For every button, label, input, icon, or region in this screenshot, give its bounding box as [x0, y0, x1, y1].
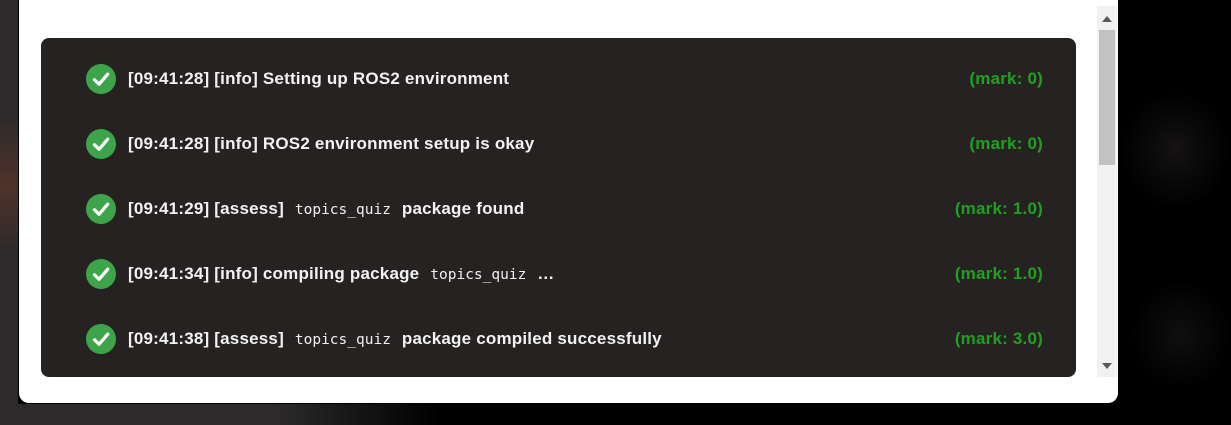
- log-text: [09:41:38] [assess]: [128, 328, 284, 348]
- mark-badge: (mark: 1.0): [954, 263, 1043, 283]
- background-left-strip: [0, 0, 18, 425]
- check-circle-icon: [86, 128, 116, 159]
- scrollbar-thumb[interactable]: [1099, 30, 1115, 165]
- mark-badge: (mark: 1.0): [954, 198, 1043, 218]
- quiz-results-modal: [09:41:28] [info] Setting up ROS2 enviro…: [19, 0, 1118, 403]
- log-text: package compiled successfully: [401, 328, 662, 348]
- background-blob: [1120, 90, 1231, 210]
- log-text: [09:41:29] [assess]: [128, 198, 284, 218]
- log-message: [09:41:34] [info] compiling package topi…: [128, 264, 554, 284]
- log-message: [09:41:28] [info] ROS2 environment setup…: [128, 134, 534, 154]
- modal-scrollbar[interactable]: [1097, 6, 1117, 377]
- scroll-up-button[interactable]: [1097, 6, 1117, 24]
- mark-badge: (mark: 3.0): [954, 328, 1043, 348]
- check-circle-icon: [86, 258, 116, 289]
- log-row: [09:41:28] [info] ROS2 environment setup…: [41, 111, 1076, 176]
- log-code: topics_quiz: [294, 201, 391, 218]
- log-row: [09:41:28] [info] Setting up ROS2 enviro…: [41, 46, 1076, 111]
- log-text: [09:41:34] [info] compiling package: [128, 263, 420, 283]
- log-message: [09:41:29] [assess] topics_quiz package …: [128, 199, 524, 219]
- log-code: topics_quiz: [294, 331, 391, 348]
- scroll-up-arrow-icon: [1102, 16, 1112, 22]
- check-circle-icon: [86, 323, 116, 354]
- background-bottom-strip: [0, 404, 440, 425]
- log-code: topics_quiz: [430, 266, 527, 283]
- quiz-log-panel: [09:41:28] [info] Setting up ROS2 enviro…: [41, 38, 1076, 377]
- check-circle-icon: [86, 63, 116, 94]
- log-row: [09:41:29] [assess] topics_quiz package …: [41, 176, 1076, 241]
- scroll-down-arrow-icon: [1102, 363, 1112, 369]
- check-circle-icon: [86, 193, 116, 224]
- log-text: …: [537, 263, 555, 283]
- log-row: [09:41:34] [info] compiling package topi…: [41, 241, 1076, 306]
- mark-badge: (mark: 0): [969, 68, 1043, 88]
- log-text: [09:41:28] [info] ROS2 environment setup…: [128, 133, 535, 153]
- log-text: package found: [401, 198, 525, 218]
- log-message: [09:41:38] [assess] topics_quiz package …: [128, 329, 662, 349]
- log-row: [09:41:38] [assess] topics_quiz package …: [41, 306, 1076, 371]
- mark-badge: (mark: 0): [969, 133, 1043, 153]
- log-text: [09:41:28] [info] Setting up ROS2 enviro…: [128, 68, 510, 88]
- scroll-down-button[interactable]: [1097, 357, 1117, 375]
- background-blob: [1130, 280, 1231, 390]
- log-message: [09:41:28] [info] Setting up ROS2 enviro…: [128, 69, 509, 89]
